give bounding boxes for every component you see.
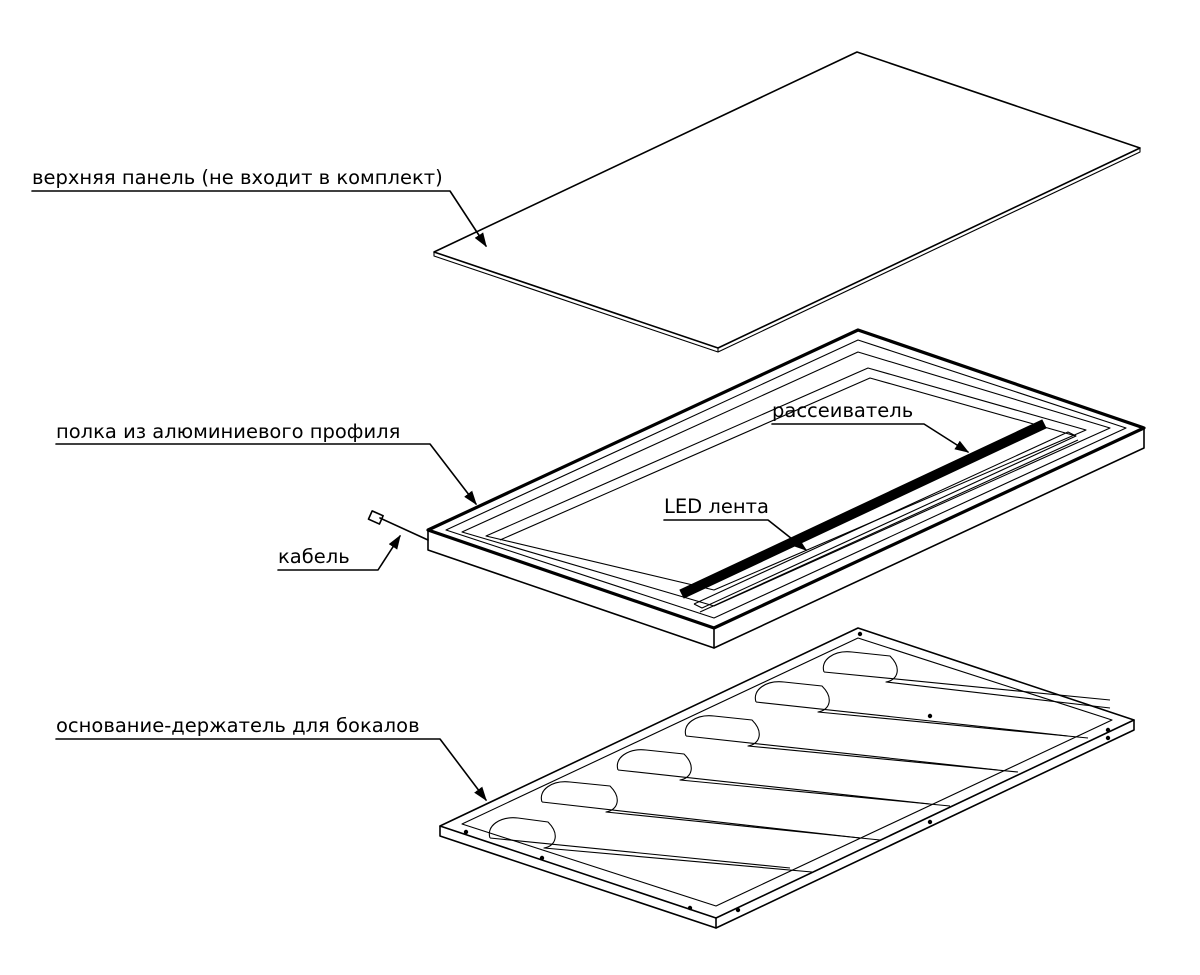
base-holder (439, 627, 1135, 929)
top-panel (433, 51, 1141, 353)
label-shelf: полка из алюминиевого профиля (56, 420, 400, 443)
cable (367, 510, 429, 541)
callout-top-panel: верхняя панель (не входит в комплект) (31, 166, 487, 248)
callout-led-strip: LED лента (663, 495, 808, 551)
callout-shelf: полка из алюминиевого профиля (55, 420, 477, 506)
label-base: основание-держатель для бокалов (56, 714, 420, 737)
label-top-panel: верхняя панель (не входит в комплект) (32, 166, 443, 189)
diffuser-bar (679, 419, 1047, 599)
led-strip-channel (693, 431, 1079, 613)
callout-diffuser: рассеиватель (771, 399, 970, 453)
label-cable: кабель (278, 545, 350, 568)
label-diffuser: рассеиватель (772, 399, 913, 422)
glass-slots (488, 651, 1111, 873)
label-led-strip: LED лента (664, 495, 769, 518)
rivet-holes (463, 631, 1111, 913)
callout-cable: кабель (277, 534, 401, 571)
callout-base: основание-держатель для бокалов (55, 714, 487, 802)
shelf-frame (426, 328, 1146, 649)
